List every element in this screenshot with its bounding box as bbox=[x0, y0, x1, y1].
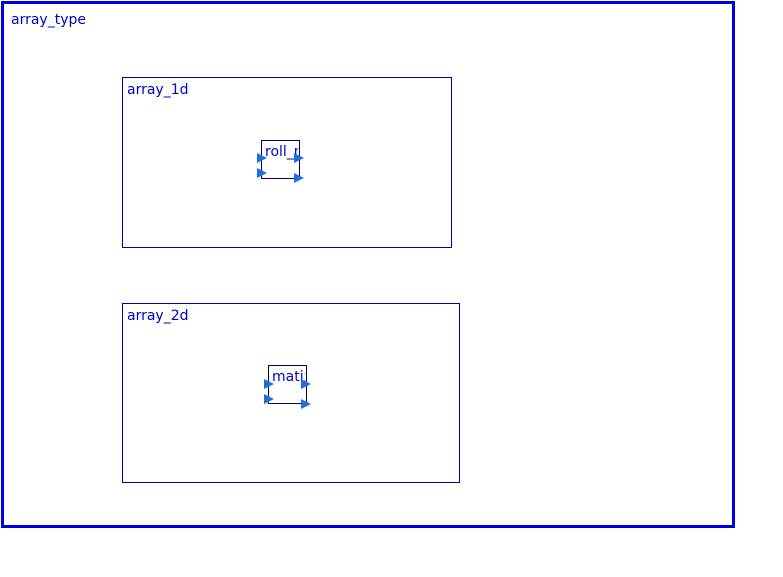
output-port-icon[interactable] bbox=[294, 173, 304, 183]
output-port-icon[interactable] bbox=[301, 379, 311, 389]
array-type-title: array_type bbox=[11, 12, 86, 28]
roll-no-block[interactable]: roll_no bbox=[257, 140, 304, 183]
array-2d-subsystem[interactable]: array_2d matix bbox=[122, 303, 460, 483]
array-type-subsystem[interactable]: array_type bbox=[1, 1, 735, 528]
input-port-icon[interactable] bbox=[264, 379, 274, 389]
input-port-icon[interactable] bbox=[257, 168, 267, 178]
output-port-icon[interactable] bbox=[294, 153, 304, 163]
matix-block[interactable]: matix bbox=[264, 365, 311, 409]
array-1d-title: array_1d bbox=[127, 82, 189, 98]
roll-no-label: roll_no bbox=[265, 144, 298, 160]
matix-label: matix bbox=[272, 369, 305, 385]
output-port-icon[interactable] bbox=[301, 399, 311, 409]
input-port-icon[interactable] bbox=[257, 153, 267, 163]
array-2d-title: array_2d bbox=[127, 308, 189, 324]
array-1d-subsystem[interactable]: array_1d roll_no bbox=[122, 77, 452, 248]
input-port-icon[interactable] bbox=[264, 394, 274, 404]
